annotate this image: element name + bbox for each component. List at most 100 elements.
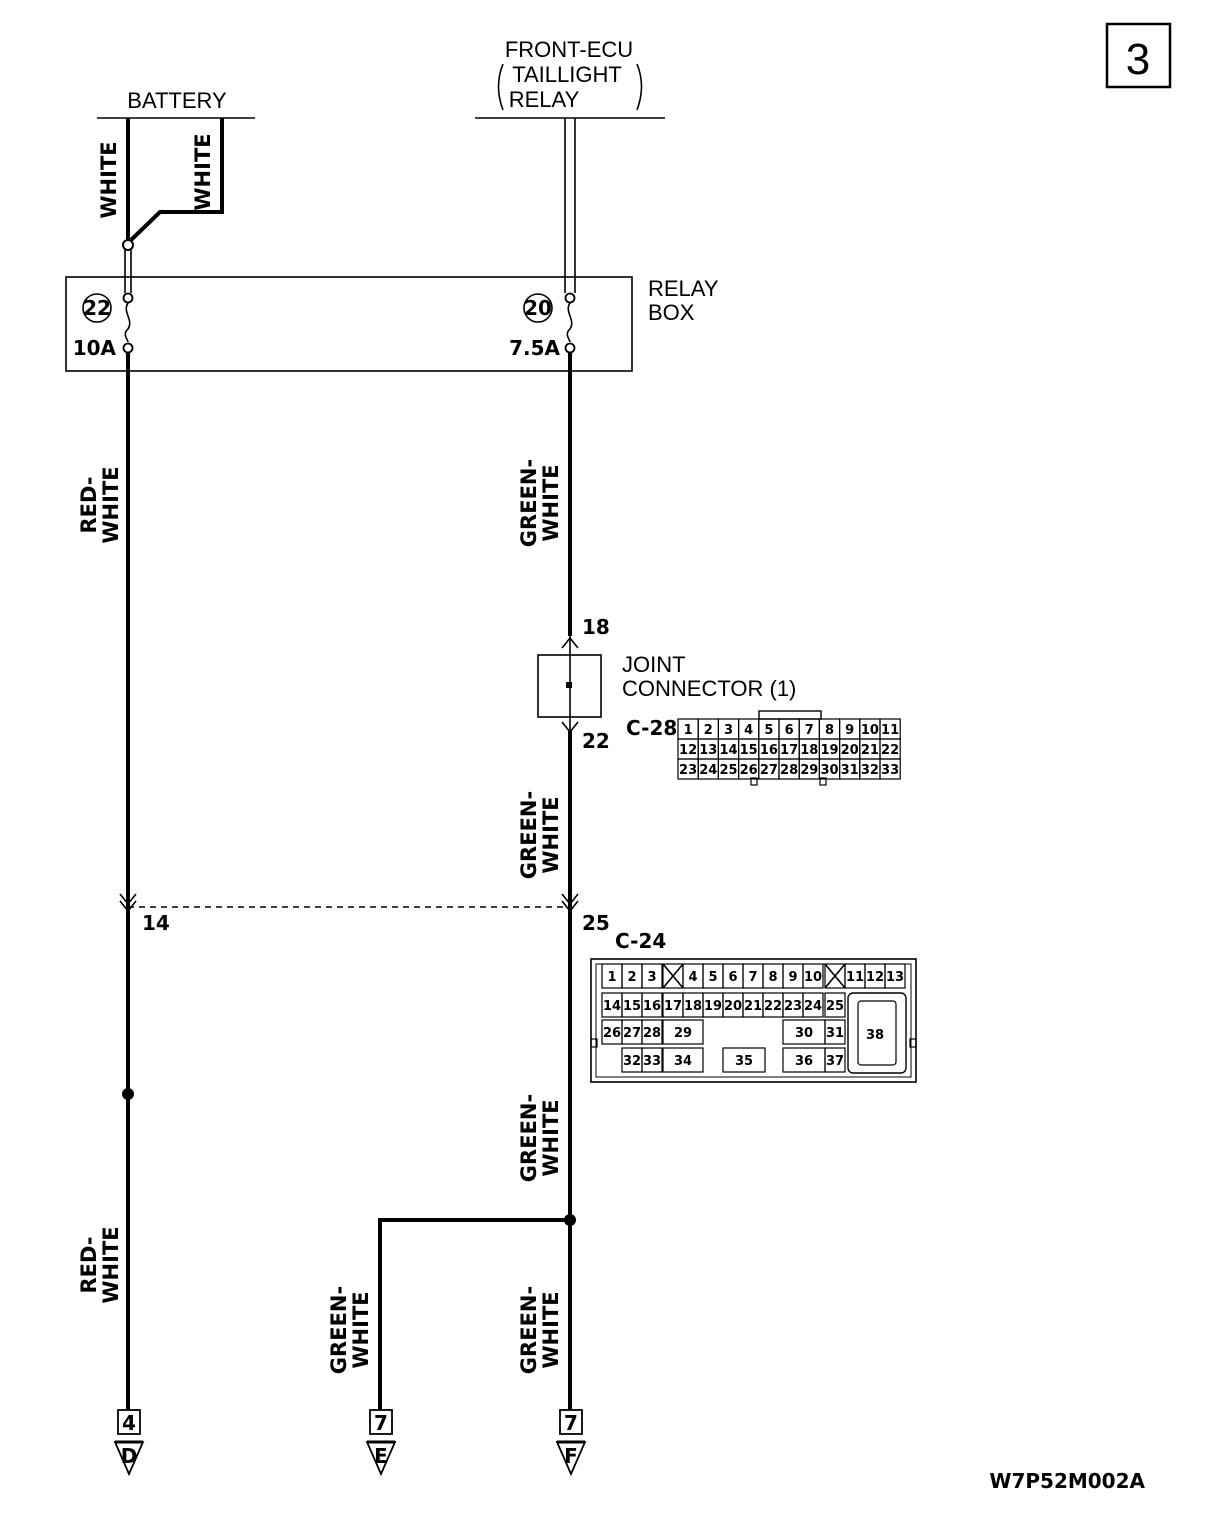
c28-pin-15: 15 [740,743,758,758]
c28-pin-1: 1 [684,723,693,738]
wire-color-green-white-4b: WHITE [349,1291,373,1368]
wire-color-green-white-1b: WHITE [539,464,563,541]
c24-pin-8: 8 [768,970,777,985]
battery-label: BATTERY [127,88,227,113]
wire-color-red-white-1a: RED- [77,476,101,533]
front-ecu-source: FRONT-ECU TAILLIGHT RELAY [475,37,665,119]
ecu-wire [564,118,576,293]
front-ecu-label-2: TAILLIGHT [512,62,622,87]
green-white-wire [378,353,576,1418]
fuse-20: 20 7.5A [509,292,576,360]
joint-pin-in: 18 [582,615,610,639]
terminal-e-page: 7 [374,1411,388,1435]
wire-color-green-white-2a: GREEN- [517,791,541,879]
c24-pin-24-cell [802,992,824,1018]
c24-pin-13: 13 [886,970,904,985]
c24-pin-13-cell [884,963,906,989]
c28-pin-4: 4 [744,723,753,738]
c24-pin-6: 6 [728,970,737,985]
c24-pin-16-cell [641,992,663,1018]
joint-connector: 18 22 JOINT CONNECTOR (1) [537,615,796,753]
c28-code: C-28 [626,716,677,740]
c24-pin-25: 25 [826,999,844,1014]
page-number-box: 3 [1105,22,1172,89]
c24-pin-14: 14 [603,999,621,1014]
c28-pin-33: 33 [881,763,899,778]
c28-pin-20: 20 [841,743,859,758]
c24-pin-32: 32 [623,1054,641,1069]
c24-pin-15: 15 [623,999,641,1014]
fuse-22-number: 22 [83,296,111,320]
splice-point-left [122,1088,134,1100]
c28-pin-27: 27 [760,763,778,778]
relay-box-label-1: RELAY [648,276,719,301]
c28-pin-24: 24 [699,763,717,778]
terminal-e: 7 E [365,1409,397,1477]
terminal-e-letter: E [374,1444,388,1468]
terminal-d-page: 4 [122,1411,136,1435]
c24-pin-29-cell [662,1019,704,1045]
wire-color-green-white-5a: GREEN- [517,1286,541,1374]
c28-pin-6: 6 [785,723,794,738]
c24-pin-22: 22 [764,999,782,1014]
c28-pin-16: 16 [760,743,778,758]
c24-pin-21: 21 [744,999,762,1014]
wire-color-green-white-3b: WHITE [539,1099,563,1176]
wire-color-green-white-1a: GREEN- [517,459,541,547]
c24-pin-5: 5 [708,970,717,985]
c24-pin-34: 34 [674,1054,692,1069]
c24-pin-10: 10 [804,970,822,985]
c28-pin-28: 28 [780,763,798,778]
c24-pin-20: 20 [724,999,742,1014]
wire-color-red-white-2b: WHITE [99,1226,123,1303]
battery-wires [122,118,224,293]
c24-pin-35: 35 [735,1054,753,1069]
wire-color-white-1: WHITE [97,141,121,218]
front-ecu-label-1: FRONT-ECU [505,37,633,62]
c28-pin-5: 5 [764,723,773,738]
c24-pin-left: 14 [142,911,170,935]
c24-pin-19: 19 [704,999,722,1014]
c24-pin-3: 3 [647,970,656,985]
terminal-f: 7 F [555,1409,587,1477]
c24-inline-connector: 14 25 [119,893,610,935]
c24-pin-3-cell [641,963,663,989]
c24-pin-28: 28 [643,1026,661,1041]
red-white-wire [122,353,134,1418]
c28-pin-23: 23 [679,763,697,778]
c24-pin-18: 18 [684,999,702,1014]
c24-pin-37-cell [824,1047,846,1073]
c24-pin-17: 17 [664,999,682,1014]
wire-color-green-white-4a: GREEN- [327,1286,351,1374]
c24-pin-31: 31 [826,1026,844,1041]
wire-color-white-2: WHITE [191,133,215,210]
fuse-20-rating: 7.5A [509,336,560,360]
c28-pin-32: 32 [861,763,879,778]
joint-pin-out: 22 [582,729,610,753]
c28-pin-7: 7 [805,723,814,738]
relay-box: RELAY BOX 22 10A 20 7.5A [65,276,719,372]
wire-color-red-white-1b: WHITE [99,466,123,543]
c24-pin-10-cell [802,963,824,989]
fuse-22: 22 10A [73,292,134,360]
page-number: 3 [1126,35,1150,84]
c24-pin-29: 29 [674,1026,692,1041]
terminal-d: 4 D [113,1409,145,1477]
c24-pin-33-cell [641,1047,663,1073]
c28-pin-29: 29 [800,763,818,778]
wire-color-green-white-3a: GREEN- [517,1094,541,1182]
battery-source: BATTERY [97,88,255,119]
c24-pin-9: 9 [788,970,797,985]
c28-pin-2: 2 [704,723,713,738]
fuse-20-number: 20 [524,296,552,320]
c24-pin-25-cell [824,992,846,1018]
relay-box-label-2: BOX [648,300,695,325]
fuse-22-rating: 10A [73,336,117,360]
c24-pin-11: 11 [846,970,864,985]
c24-pin-31-cell [824,1019,846,1045]
c24-pin-26: 26 [603,1026,621,1041]
c28-pin-25: 25 [719,763,737,778]
c24-pin-12: 12 [866,970,884,985]
joint-connector-label-1: JOINT [622,652,686,677]
